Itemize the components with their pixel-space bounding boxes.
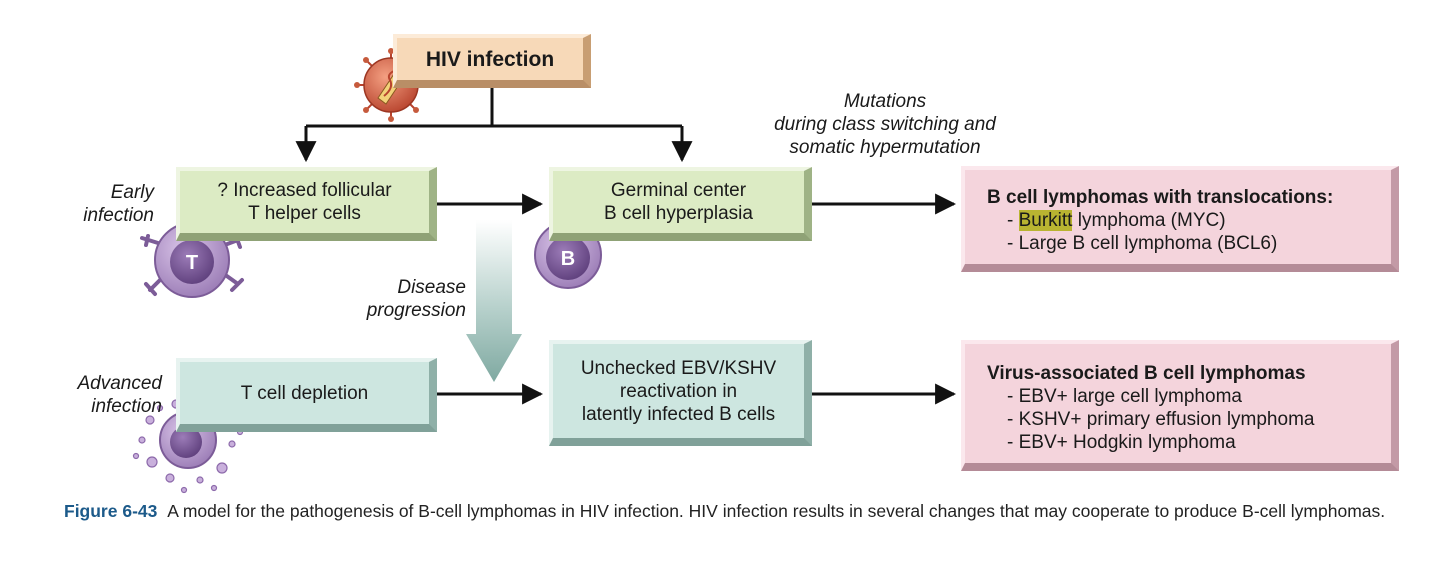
translocation-item: - Burkitt lymphoma (MYC) (1007, 210, 1226, 231)
germinal-center-box: Germinal center B cell hyperplasia (549, 167, 812, 241)
ebv-kshv-reactivation-box: Unchecked EBV/KSHV reactivation in laten… (549, 340, 812, 446)
b-cell-letter: B (561, 248, 575, 270)
follicular-t-helper-box: ? Increased follicular T helper cells (176, 167, 437, 241)
mutation-note: Mutations during class switching and som… (774, 91, 996, 158)
virus-associated-item: - EBV+ large cell lymphoma (1007, 386, 1242, 407)
hiv-infection-label: HIV infection (425, 47, 555, 71)
figure-label: Figure 6-43 (64, 501, 158, 521)
virus-associated-lymphoma-box: Virus-associated B cell lymphomas - EBV+… (961, 340, 1399, 471)
early-infection-label: Early infection (83, 182, 154, 226)
hiv-infection-box: HIV infection (393, 34, 591, 88)
figure-caption: Figure 6-43 A model for the pathogenesis… (64, 500, 1394, 523)
virus-associated-item: - EBV+ Hodgkin lymphoma (1007, 432, 1236, 453)
figure-caption-text: A model for the pathogenesis of B-cell l… (167, 501, 1386, 521)
translocation-lymphoma-box: B cell lymphomas with translocations: - … (961, 166, 1399, 272)
virus-associated-title: Virus-associated B cell lymphomas (987, 363, 1306, 384)
t-cell-letter: T (186, 252, 198, 274)
translocation-title: B cell lymphomas with translocations: (987, 187, 1334, 208)
disease-progression-arrow (466, 220, 522, 382)
virus-associated-item: - KSHV+ primary effusion lymphoma (1007, 409, 1315, 430)
disease-progression-label: Disease progression (366, 277, 466, 321)
t-cell-icon (140, 222, 244, 298)
t-cell-depletion-box: T cell depletion (176, 358, 437, 432)
advanced-infection-label: Advanced infection (77, 373, 162, 417)
translocation-item: - Large B cell lymphoma (BCL6) (1007, 233, 1278, 254)
